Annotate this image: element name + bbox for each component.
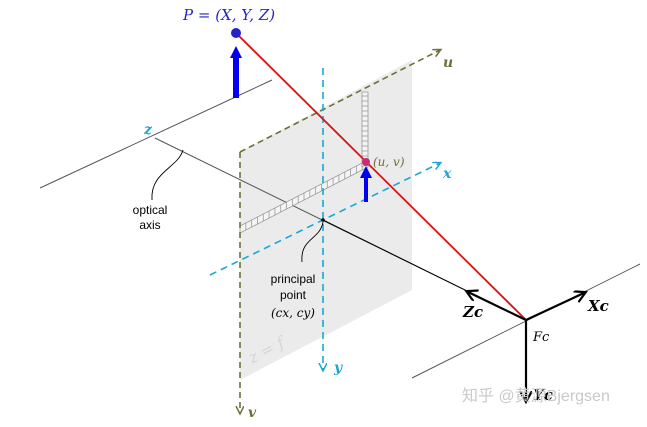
camera-xc-axis bbox=[525, 293, 584, 321]
x-axis bbox=[209, 163, 440, 276]
principal-point-dot bbox=[321, 218, 325, 222]
watermark: 知乎 @黄源Bjergsen bbox=[462, 387, 610, 405]
vertical-ruler bbox=[361, 91, 369, 168]
xc-label: Xc bbox=[587, 297, 609, 315]
optical-axis-label-1: optical bbox=[133, 203, 168, 217]
x-label: x bbox=[442, 166, 452, 182]
point-p-label: P = (X, Y, Z) bbox=[182, 6, 275, 24]
v-label: v bbox=[248, 405, 257, 421]
camera-zc-axis bbox=[468, 292, 527, 321]
projection-ray bbox=[235, 32, 527, 321]
principal-point-label-3: (cx, cy) bbox=[271, 306, 315, 320]
point-p bbox=[231, 28, 241, 38]
principal-point-label-1: principal bbox=[271, 272, 316, 286]
image-point bbox=[362, 158, 370, 166]
yc-label: Yc bbox=[533, 386, 553, 404]
image-plane bbox=[240, 60, 412, 380]
principal-point-label-2: point bbox=[280, 288, 307, 302]
u-axis bbox=[239, 50, 440, 153]
optical-axis-label-2: axis bbox=[139, 218, 160, 232]
zc-label: Zc bbox=[462, 303, 483, 321]
y-label: y bbox=[333, 360, 343, 376]
principal-point-leader bbox=[301, 221, 324, 263]
image-point-label: (u, v) bbox=[373, 155, 405, 169]
z-label: z bbox=[143, 122, 153, 138]
u-label: u bbox=[443, 55, 453, 71]
optical-axis-leader bbox=[151, 149, 184, 201]
camera-frame-label: Fc bbox=[532, 330, 550, 345]
